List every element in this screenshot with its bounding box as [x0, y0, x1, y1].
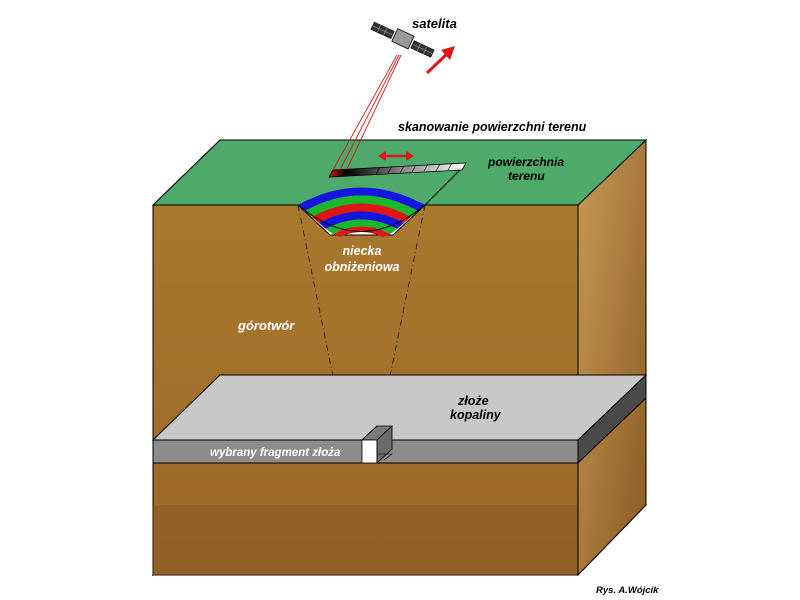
satellite-label: satelita: [412, 16, 457, 31]
basin-ring-4: [319, 211, 404, 229]
scan-strip: [328, 151, 467, 178]
scan-divider-line: [424, 169, 461, 206]
deposit-label-line2: kopaliny: [450, 408, 502, 422]
double-arrow-horizontal-icon: [378, 151, 414, 161]
side-face: [577, 138, 647, 577]
satellite-icon: [370, 21, 435, 58]
arrow-up-right-icon: [425, 46, 455, 75]
scan-strip-bar: [328, 162, 467, 178]
deposit-layer: [151, 373, 648, 465]
rock-mass-label: górotwór: [237, 318, 295, 333]
surface-label-line1: powierzchnia: [487, 155, 564, 169]
subsidence-basin: [297, 187, 426, 237]
selected-fragment-label: wybrany fragment złoża: [210, 447, 341, 459]
basin-ring-5: [326, 219, 397, 234]
deposit-side: [577, 373, 647, 465]
extracted-fragment-cutout: [360, 425, 394, 464]
laser-beams: [332, 54, 402, 171]
deposit-label-line1: złoże: [457, 394, 489, 408]
block-side: [577, 138, 647, 577]
basin-ring-2: [305, 195, 418, 217]
lower-band: [153, 505, 578, 575]
credit-label: Rys. A.Wójcik: [596, 585, 659, 596]
basin-label-line2: obniżeniowa: [325, 260, 400, 274]
basin-ring-3: [312, 203, 411, 223]
basin-ring-1: [298, 187, 425, 211]
basin-outline: [297, 204, 426, 232]
scanning-label: skanowanie powierzchni terenu: [398, 120, 587, 134]
surface-label-line2: terenu: [508, 169, 545, 183]
basin-label-line1: niecka: [343, 244, 382, 258]
deposit-top: [151, 374, 648, 441]
